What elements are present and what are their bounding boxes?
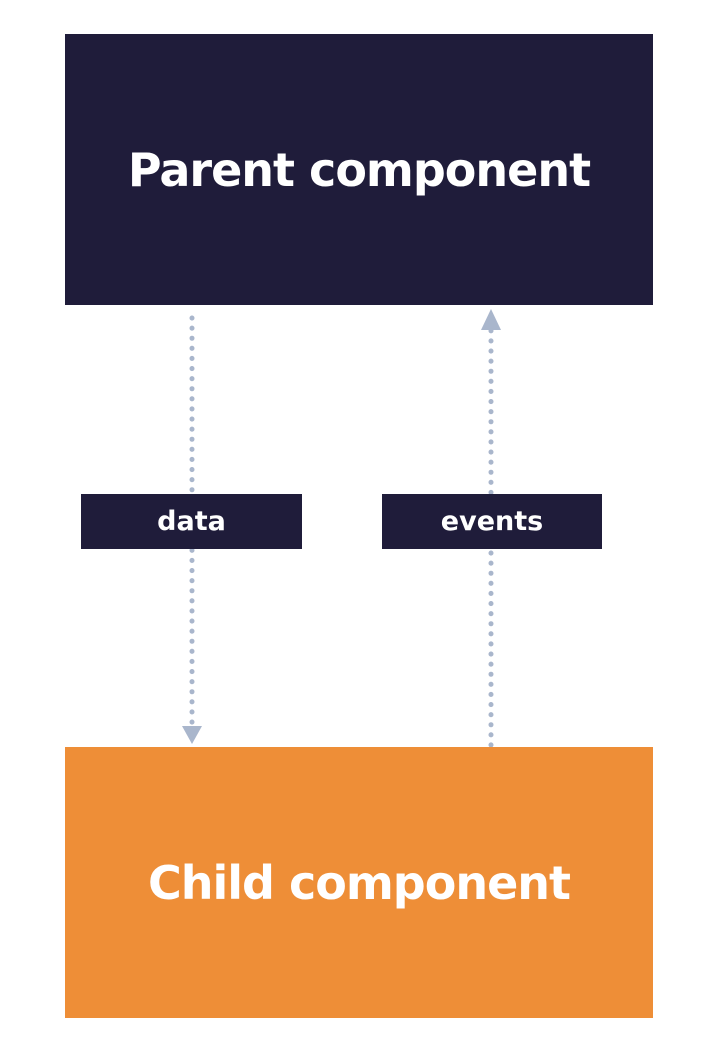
data-flow-text: data	[157, 506, 226, 537]
events-flow-text: events	[440, 506, 544, 537]
parent-component-box: Parent component	[65, 34, 653, 305]
child-component-box: Child component	[65, 747, 653, 1018]
events-arrow-head	[481, 309, 501, 330]
events-flow-label: events	[382, 494, 602, 549]
data-arrow-head	[182, 726, 202, 744]
parent-component-label: Parent component	[127, 142, 591, 197]
data-flow-label: data	[81, 494, 302, 549]
child-component-label: Child component	[148, 855, 571, 910]
